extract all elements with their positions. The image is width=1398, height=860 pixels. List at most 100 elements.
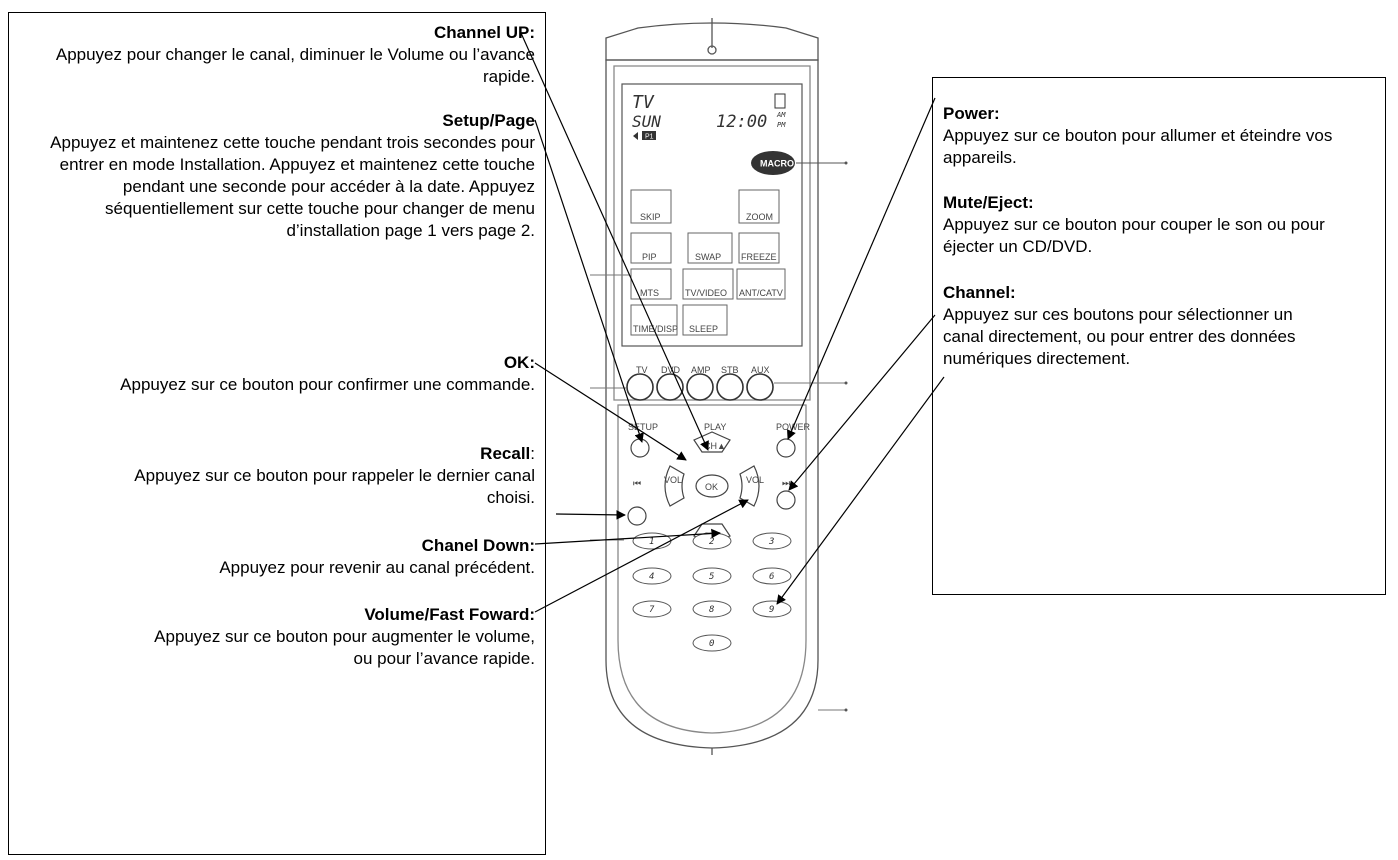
soft-key-label: TV/VIDEO [685, 288, 727, 298]
callout-recall: Recall: Appuyez sur ce bouton pour rappe… [15, 443, 535, 509]
device-button-stb[interactable] [716, 373, 744, 401]
callout-title: Channel: [943, 283, 1016, 302]
volume-left-button[interactable] [664, 465, 685, 507]
lcd-mode: TV [632, 92, 655, 113]
digit-label: 4 [649, 572, 654, 582]
setup-button[interactable] [630, 438, 650, 458]
digit-button-5[interactable] [692, 567, 732, 585]
setup-label: SETUP [628, 422, 658, 432]
digit-label: 3 [768, 537, 774, 547]
callout-power: Power: Appuyez sur ce bouton pour allume… [943, 103, 1383, 169]
next-track-icon: ⏭ [782, 478, 790, 488]
device-label: STB [721, 365, 739, 375]
macro-button[interactable] [751, 151, 795, 175]
soft-key-skip[interactable] [630, 189, 672, 224]
callout-text: Appuyez sur ce bouton pour confirmer une… [120, 375, 535, 394]
soft-key-zoom[interactable] [738, 189, 780, 224]
digit-label: 9 [769, 605, 774, 615]
lcd-screen [621, 83, 803, 347]
soft-key-tv-video[interactable] [682, 268, 734, 300]
page-badge [642, 131, 656, 140]
leader-ok [534, 362, 687, 461]
digit-button-1[interactable] [632, 532, 672, 550]
digit-button-6[interactable] [752, 567, 792, 585]
leader-setup-page [534, 119, 644, 443]
callout-text: Appuyez sur ce bouton pour couper le son… [943, 215, 1325, 256]
channel-up-label: CH▲ [704, 441, 726, 451]
soft-key-label: SWAP [695, 252, 721, 262]
leader-volume-fast-forward [534, 499, 749, 613]
soft-key-label: ANT/CATV [739, 288, 783, 298]
leader-recall [555, 510, 626, 520]
soft-key-freeze[interactable] [738, 232, 780, 264]
leader-channel-up [520, 32, 709, 451]
soft-key-ant-catv[interactable] [736, 268, 786, 300]
soft-key-swap[interactable] [687, 232, 733, 264]
callout-channel: Channel: Appuyez sur ces boutons pour sé… [943, 282, 1383, 370]
power-button[interactable] [776, 438, 796, 458]
digit-button-3[interactable] [752, 532, 792, 550]
callout-text: Appuyez sur ce bouton pour allumer et ét… [943, 126, 1333, 167]
soft-key-mts[interactable] [630, 268, 672, 300]
device-button-amp[interactable] [686, 373, 714, 401]
device-button-tv[interactable] [626, 373, 654, 401]
callout-mute-eject: Mute/Eject: Appuyez sur ce bouton pour c… [943, 192, 1383, 258]
right-callout-panel: Power: Appuyez sur ce bouton pour allume… [932, 77, 1386, 595]
device-label: AMP [691, 365, 711, 375]
device-label: TV [636, 365, 648, 375]
digit-button-2[interactable] [692, 532, 732, 550]
leader-power [787, 97, 936, 440]
digit-label: 5 [709, 572, 714, 582]
callout-text: Appuyez et maintenez cette touche pendan… [50, 133, 535, 240]
channel-up-button[interactable] [693, 431, 731, 453]
callout-title-colon: : [530, 444, 535, 463]
callout-title: Volume/Fast Foward: [364, 605, 535, 624]
left-callout-panel: Channel UP: Appuyez pour changer le cana… [8, 12, 546, 855]
callout-setup-page: Setup/Page Appuyez et maintenez cette to… [15, 110, 535, 242]
digit-button-0[interactable] [692, 634, 732, 652]
macro-label: MACRO [760, 159, 794, 169]
digit-button-7[interactable] [632, 600, 672, 618]
volume-right-button[interactable] [739, 465, 760, 507]
soft-key-sleep[interactable] [682, 304, 728, 336]
digit-label: 7 [649, 605, 655, 615]
soft-key-pip[interactable] [630, 232, 672, 264]
callout-text: Appuyez sur ce bouton pour augmenter le … [154, 627, 535, 668]
digit-button-8[interactable] [692, 600, 732, 618]
channel-down-label: CH▼ [703, 531, 725, 541]
power-label: POWER [776, 422, 811, 432]
device-button-dvd[interactable] [656, 373, 684, 401]
recall-button[interactable] [627, 506, 647, 526]
soft-key-label: SLEEP [689, 324, 718, 334]
device-label: AUX [751, 365, 770, 375]
callout-channel-down: Chanel Down: Appuyez pour revenir au can… [15, 535, 535, 579]
callout-title: Setup/Page [442, 111, 535, 130]
digit-button-9[interactable] [752, 600, 792, 618]
callout-channel-up: Channel UP: Appuyez pour changer le cana… [15, 22, 535, 88]
callout-title: Chanel Down: [421, 536, 535, 555]
callout-title: OK: [503, 353, 535, 372]
lcd-am: AM [776, 111, 786, 119]
digit-label: 2 [709, 537, 714, 547]
digit-button-4[interactable] [632, 567, 672, 585]
remote-body [605, 18, 819, 755]
device-button-aux[interactable] [746, 373, 774, 401]
digit-label: 0 [709, 639, 714, 649]
mute-eject-button[interactable] [776, 490, 796, 510]
soft-key-label: MTS [640, 288, 659, 298]
page-badge-label: P1 [645, 134, 654, 141]
speaker-icon [633, 132, 638, 140]
channel-down-button[interactable] [693, 523, 731, 545]
callout-text: Appuyez sur ces boutons pour sélectionne… [943, 305, 1296, 368]
soft-key-label: ZOOM [746, 212, 773, 222]
ok-label: OK [705, 482, 718, 492]
soft-key-time-disp[interactable] [630, 304, 678, 336]
device-label: DVD [661, 365, 681, 375]
ok-button[interactable] [695, 474, 729, 498]
soft-key-label: TIME/DISP [633, 324, 678, 334]
leader-mute-eject [788, 314, 936, 491]
callout-title: Channel UP: [433, 23, 535, 42]
callout-title: Mute/Eject: [943, 193, 1034, 212]
leader-channel [776, 376, 945, 605]
lcd-pm: PM [777, 121, 786, 129]
